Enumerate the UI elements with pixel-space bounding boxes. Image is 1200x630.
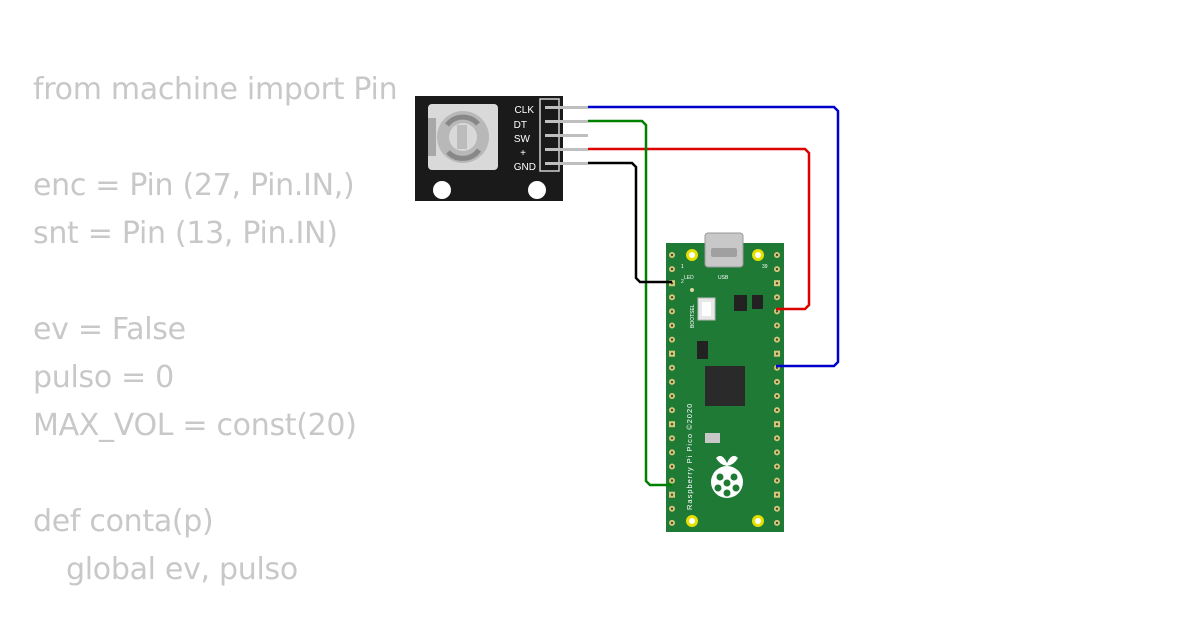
code-line: def conta(p) <box>33 504 214 539</box>
pico-pin-hole <box>775 253 779 257</box>
pin-label-sw: SW <box>514 134 531 145</box>
encoder-body-tab <box>428 118 436 156</box>
mounting-hole <box>433 181 451 199</box>
pico-pin-hole <box>670 324 674 327</box>
pico-pin-hole <box>670 451 674 454</box>
pico-pin-hole <box>775 296 779 299</box>
code-line: ev = False <box>33 312 186 347</box>
raspberry-pi-logo-icon <box>711 455 743 498</box>
encoder-shaft-flat <box>457 125 467 149</box>
pin-label-plus: + <box>520 148 526 159</box>
pico-pin-hole <box>775 267 779 271</box>
code-line: enc = Pin (27, Pin.IN,) <box>33 168 355 203</box>
pico-pin-hole <box>775 352 779 355</box>
pico-pin-hole <box>670 507 674 510</box>
rp2040-chip <box>705 366 745 406</box>
pico-pin-hole <box>775 423 779 426</box>
pico-pin-hole <box>775 521 779 525</box>
flash-chip <box>697 341 708 359</box>
pico-pin-hole <box>670 310 674 313</box>
mounting-hole <box>689 252 695 258</box>
mounting-hole <box>689 518 695 524</box>
encoder-pin[interactable] <box>545 106 588 109</box>
pico-pin-hole <box>670 408 674 412</box>
pico-pin-hole <box>775 451 779 454</box>
pico-pin-hole <box>775 380 779 384</box>
pico-pin-hole <box>775 507 779 510</box>
pico-pin39-label: 39 <box>762 264 768 270</box>
small-chip <box>752 295 763 309</box>
pico-pin-hole <box>670 465 674 468</box>
wire-plus[interactable] <box>588 147 811 311</box>
pico-pin-hole <box>670 423 674 426</box>
pico-pin-hole <box>775 324 779 327</box>
pin-label-clk: CLK <box>515 105 535 116</box>
pico-pin-hole <box>670 394 674 398</box>
code-line: from machine import Pin <box>33 72 398 107</box>
pico-usb-label: USB <box>718 275 729 281</box>
wire-gnd[interactable] <box>588 161 672 284</box>
mounting-hole <box>755 518 761 524</box>
regulator-chip <box>734 295 747 311</box>
pin-label-gnd: GND <box>514 162 536 173</box>
pico-pins-right <box>774 252 780 526</box>
pico-pin-hole <box>670 296 674 299</box>
pico-led-label: LED <box>684 275 694 281</box>
pico-bootsel-label: BOOTSEL <box>690 304 696 328</box>
rotation-arrow-icon <box>446 148 482 161</box>
pico-pin-hole <box>775 479 779 482</box>
pico-pin-hole <box>775 437 779 440</box>
raspberry-pi-pico[interactable]: USB LED 1 2 39 BOOTSEL Raspberry Pi Pico… <box>666 232 784 532</box>
pico-pin2-label: 2 <box>681 279 684 285</box>
pico-pin1-label: 1 <box>681 264 684 270</box>
pico-pin-hole <box>775 310 779 313</box>
encoder-pin[interactable] <box>545 120 588 123</box>
pico-pin-hole <box>775 493 779 496</box>
pico-pins-left <box>669 252 675 526</box>
pico-pin-hole <box>670 437 674 440</box>
code-listing: from machine import Pin enc = Pin (27, P… <box>33 66 398 594</box>
encoder-pin[interactable] <box>545 134 588 137</box>
usb-connector-opening <box>711 248 737 257</box>
mounting-hole <box>755 252 761 258</box>
pico-board-text: Raspberry Pi Pico ©2020 <box>685 403 694 510</box>
crystal <box>705 433 720 443</box>
pico-pin-hole <box>670 352 674 355</box>
pico-pin-hole <box>670 267 674 271</box>
rotation-arrow-icon <box>445 114 480 127</box>
pico-pin-hole <box>670 366 674 369</box>
encoder-pin[interactable] <box>545 148 588 151</box>
pico-pin-hole <box>670 338 674 341</box>
pico-pin-hole <box>775 338 779 341</box>
pico-pin-hole <box>775 465 779 468</box>
mounting-hole <box>528 181 546 199</box>
pico-pin-hole <box>670 479 674 482</box>
code-line: global ev, pulso <box>66 552 298 587</box>
code-line: snt = Pin (13, Pin.IN) <box>33 216 338 251</box>
led <box>690 288 694 292</box>
pico-pin-hole <box>670 493 674 496</box>
rotary-encoder-module[interactable]: CLK DT SW + GND <box>415 96 588 201</box>
pico-pin-hole <box>670 380 674 384</box>
pico-pin-hole <box>775 408 779 412</box>
code-line: MAX_VOL = const(20) <box>33 408 357 443</box>
pin-label-dt: DT <box>514 120 527 131</box>
pico-pin-hole <box>775 394 779 398</box>
wire-clk[interactable] <box>588 105 840 368</box>
pico-pin-hole <box>670 521 674 525</box>
wire-dt[interactable] <box>588 119 672 487</box>
bootsel-button-cap <box>702 302 711 316</box>
encoder-pin[interactable] <box>545 162 588 165</box>
pico-pin-hole <box>775 282 779 285</box>
pico-pin-hole <box>670 253 674 257</box>
code-line: pulso = 0 <box>33 360 174 395</box>
